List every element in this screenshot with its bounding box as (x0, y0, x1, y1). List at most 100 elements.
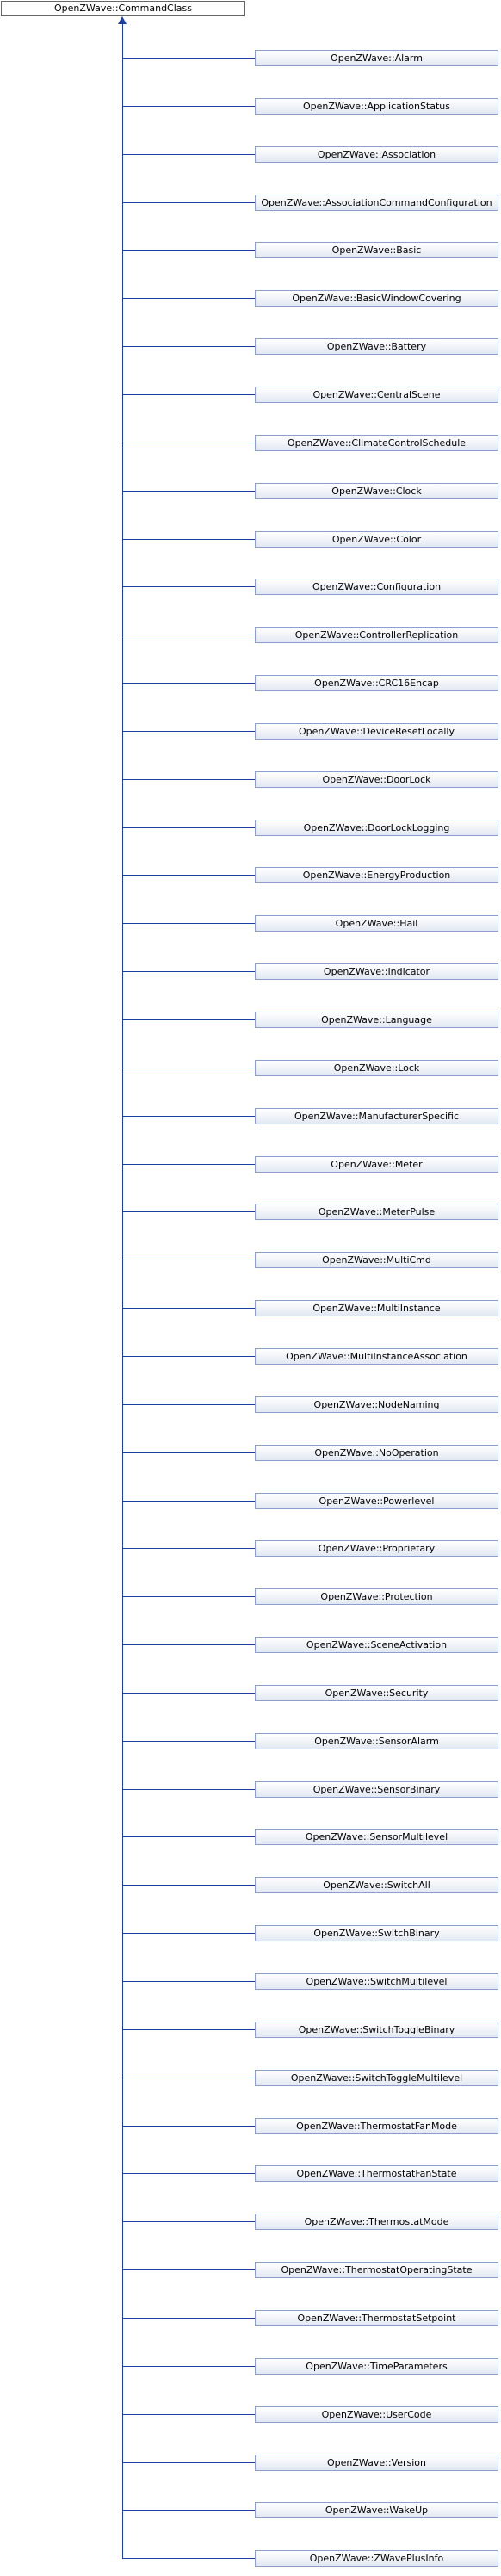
derived-class-box[interactable]: OpenZWave::Proprietary (255, 1540, 498, 1557)
inheritance-branch-line (122, 2126, 255, 2127)
derived-class-box[interactable]: OpenZWave::ThermostatFanState (255, 2165, 498, 2182)
derived-class-box[interactable]: OpenZWave::Color (255, 531, 498, 548)
derived-class-box[interactable]: OpenZWave::ManufacturerSpecific (255, 1108, 498, 1124)
inheritance-branch-line (122, 1308, 255, 1309)
inheritance-branch-line (122, 1885, 255, 1886)
inheritance-branch-line (122, 1116, 255, 1117)
inheritance-branch-line (122, 1019, 255, 1020)
inheritance-branch-line (122, 1548, 255, 1549)
derived-class-box[interactable]: OpenZWave::Protection (255, 1588, 498, 1605)
inheritance-branch-line (122, 491, 255, 492)
derived-class-box[interactable]: OpenZWave::ApplicationStatus (255, 98, 498, 115)
derived-class-box[interactable]: OpenZWave::Lock (255, 1060, 498, 1076)
derived-class-box[interactable]: OpenZWave::Hail (255, 915, 498, 932)
derived-class-box[interactable]: OpenZWave::AssociationCommandConfigurati… (255, 195, 498, 211)
derived-class-box[interactable]: OpenZWave::ThermostatMode (255, 2214, 498, 2230)
derived-class-box[interactable]: OpenZWave::DoorLock (255, 771, 498, 788)
inheritance-branch-line (122, 1644, 255, 1645)
derived-class-box[interactable]: OpenZWave::NoOperation (255, 1445, 498, 1461)
derived-class-box[interactable]: OpenZWave::SwitchAll (255, 1877, 498, 1893)
derived-class-box[interactable]: OpenZWave::MultiCmd (255, 1252, 498, 1268)
inheritance-branch-line (122, 2173, 255, 2174)
derived-class-box[interactable]: OpenZWave::Basic (255, 242, 498, 258)
derived-class-box[interactable]: OpenZWave::Security (255, 1685, 498, 1701)
inheritance-branch-line (122, 2414, 255, 2415)
inheritance-branch-line (122, 2462, 255, 2463)
derived-class-box[interactable]: OpenZWave::SensorBinary (255, 1781, 498, 1798)
inheritance-branch-line (122, 1404, 255, 1405)
inheritance-branch-line (122, 1933, 255, 1934)
derived-class-box[interactable]: OpenZWave::SensorAlarm (255, 1733, 498, 1749)
derived-class-box[interactable]: OpenZWave::ThermostatFanMode (255, 2118, 498, 2134)
derived-class-box[interactable]: OpenZWave::UserCode (255, 2406, 498, 2423)
inheritance-arrowhead (118, 16, 127, 24)
derived-class-box[interactable]: OpenZWave::ThermostatOperatingState (255, 2262, 498, 2278)
derived-class-box[interactable]: OpenZWave::Association (255, 146, 498, 163)
derived-class-box[interactable]: OpenZWave::CentralScene (255, 387, 498, 403)
inheritance-branch-line (122, 1164, 255, 1165)
derived-class-box[interactable]: OpenZWave::Powerlevel (255, 1493, 498, 1509)
inheritance-branch-line (122, 1693, 255, 1694)
derived-class-box[interactable]: OpenZWave::ZWavePlusInfo (255, 2550, 498, 2567)
derived-class-box[interactable]: OpenZWave::MeterPulse (255, 1204, 498, 1220)
inheritance-branch-line (122, 971, 255, 972)
derived-class-box[interactable]: OpenZWave::ClimateControlSchedule (255, 435, 498, 451)
inheritance-branch-line (122, 1789, 255, 1790)
inheritance-branch-line (122, 586, 255, 587)
inheritance-branch-line (122, 731, 255, 732)
inheritance-branch-line (122, 106, 255, 107)
inheritance-branch-line (122, 2221, 255, 2222)
inheritance-branch-line (122, 250, 255, 251)
derived-class-box[interactable]: OpenZWave::Indicator (255, 963, 498, 980)
derived-class-box[interactable]: OpenZWave::SwitchBinary (255, 1925, 498, 1941)
derived-class-box[interactable]: OpenZWave::DoorLockLogging (255, 820, 498, 836)
derived-class-box[interactable]: OpenZWave::SensorMultilevel (255, 1829, 498, 1845)
inheritance-branch-line (122, 2510, 255, 2511)
inheritance-branch-line (122, 394, 255, 395)
derived-class-box[interactable]: OpenZWave::SceneActivation (255, 1637, 498, 1653)
base-class-box: OpenZWave::CommandClass (1, 1, 245, 16)
inheritance-branch-line (122, 1356, 255, 1357)
inheritance-branch-line (122, 2269, 255, 2270)
derived-class-box[interactable]: OpenZWave::Meter (255, 1156, 498, 1173)
derived-class-box[interactable]: OpenZWave::Configuration (255, 579, 498, 595)
derived-class-box[interactable]: OpenZWave::Language (255, 1012, 498, 1028)
derived-class-box[interactable]: OpenZWave::DeviceResetLocally (255, 723, 498, 740)
derived-class-box[interactable]: OpenZWave::CRC16Encap (255, 675, 498, 691)
inheritance-branch-line (122, 1741, 255, 1742)
inheritance-branch-line (122, 1981, 255, 1982)
derived-class-box[interactable]: OpenZWave::SwitchToggleMultilevel (255, 2070, 498, 2086)
inheritance-branch-line (122, 1501, 255, 1502)
derived-class-box[interactable]: OpenZWave::SwitchMultilevel (255, 1973, 498, 1990)
inheritance-branch-line (122, 683, 255, 684)
derived-class-box[interactable]: OpenZWave::MultiInstance (255, 1300, 498, 1316)
derived-class-box[interactable]: OpenZWave::Version (255, 2455, 498, 2471)
derived-class-box[interactable]: OpenZWave::SwitchToggleBinary (255, 2022, 498, 2038)
inheritance-branch-line (122, 1211, 255, 1212)
inheritance-branch-line (122, 202, 255, 203)
derived-class-box[interactable]: OpenZWave::Alarm (255, 50, 498, 66)
derived-class-box[interactable]: OpenZWave::ControllerReplication (255, 627, 498, 643)
inheritance-branch-line (122, 827, 255, 828)
derived-class-box[interactable]: OpenZWave::NodeNaming (255, 1396, 498, 1413)
inheritance-branch-line (122, 1452, 255, 1453)
inheritance-branch-line (122, 58, 255, 59)
derived-class-box[interactable]: OpenZWave::MultiInstanceAssociation (255, 1348, 498, 1365)
inheritance-branch-line (122, 1596, 255, 1597)
inheritance-branch-line (122, 154, 255, 155)
derived-class-box[interactable]: OpenZWave::Clock (255, 483, 498, 499)
inheritance-branch-line (122, 298, 255, 299)
derived-class-box[interactable]: OpenZWave::WakeUp (255, 2502, 498, 2518)
inheritance-branch-line (122, 2366, 255, 2367)
inheritance-branch-line (122, 1836, 255, 1837)
inheritance-branch-line (122, 346, 255, 347)
derived-class-box[interactable]: OpenZWave::TimeParameters (255, 2358, 498, 2375)
derived-class-box[interactable]: OpenZWave::EnergyProduction (255, 867, 498, 883)
inheritance-branch-line (122, 539, 255, 540)
derived-class-box[interactable]: OpenZWave::BasicWindowCovering (255, 290, 498, 307)
inheritance-branch-line (122, 923, 255, 924)
derived-class-box[interactable]: OpenZWave::Battery (255, 338, 498, 355)
derived-class-box[interactable]: OpenZWave::ThermostatSetpoint (255, 2310, 498, 2326)
inheritance-branch-line (122, 875, 255, 876)
